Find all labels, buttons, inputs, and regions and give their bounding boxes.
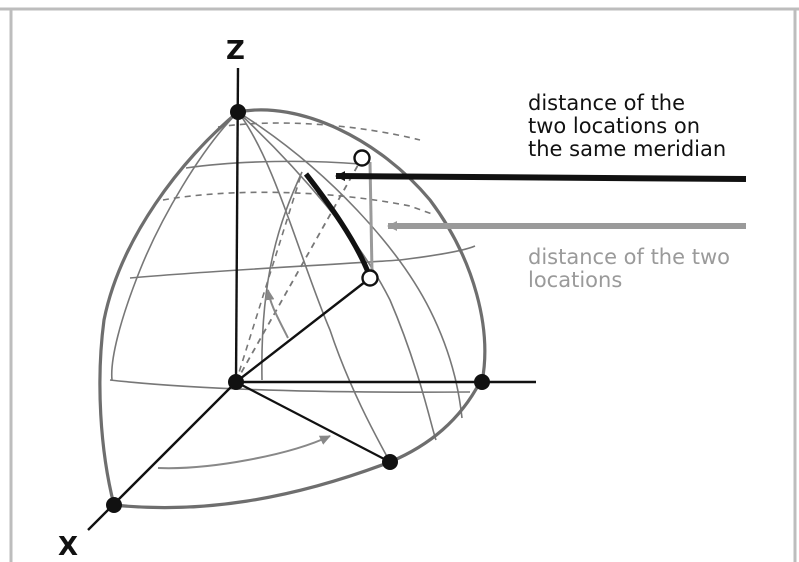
axis-x-label: X <box>58 532 79 562</box>
angle-arrow-polar <box>264 289 289 339</box>
latitude-lines <box>109 122 476 393</box>
sphere-outline <box>98 108 487 510</box>
great-circle-distance-line <box>368 161 374 273</box>
equatorial-projection <box>235 381 391 463</box>
outline-bottom <box>113 381 482 510</box>
meridian-front-gray <box>261 171 303 381</box>
angle-arrow-equatorial <box>157 435 331 470</box>
latitude-upper-front <box>185 160 361 169</box>
projection-to-equator-point <box>235 381 391 463</box>
meridian-distance-annotation: distance of the two locations on the sam… <box>528 92 726 161</box>
x-axis-point <box>106 497 122 513</box>
latitude-lower <box>109 379 471 393</box>
location-a-point <box>353 149 371 167</box>
radius-to-meridian-dashed <box>235 171 303 383</box>
meridian-annotation-arrow <box>335 171 747 182</box>
equator-point <box>382 454 398 470</box>
meridian-3 <box>237 111 463 419</box>
radius-to-location-a-dashed <box>235 157 363 383</box>
north-pole-point <box>230 104 246 120</box>
outline-right <box>237 108 487 383</box>
latitude-middle-back <box>162 191 433 215</box>
latitude-upper-back <box>217 122 421 141</box>
radius-to-location-b <box>235 277 371 383</box>
meridian-lines <box>110 111 463 463</box>
meridian-annotation-line-1: distance of the <box>528 91 686 115</box>
points <box>106 104 490 513</box>
outline-left <box>98 110 240 506</box>
distance-annotation-line-2: locations <box>528 268 623 292</box>
origin-point <box>228 374 244 390</box>
axis-z-label: Z <box>226 36 245 66</box>
y-axis-point <box>474 374 490 390</box>
meridian-1 <box>237 111 391 463</box>
meridian-annotation-line-2: two locations on <box>528 114 701 138</box>
axis-z-line <box>234 67 240 383</box>
meridian-left <box>110 111 239 381</box>
distance-annotation-line-1: distance of the two <box>528 245 730 269</box>
location-b-point <box>361 269 379 287</box>
axes <box>87 67 536 531</box>
meridian-2 <box>237 111 437 441</box>
meridian-annotation-line-3: the same meridian <box>528 137 727 161</box>
latitude-middle-front <box>129 245 476 279</box>
meridian-distance-arc <box>303 172 371 273</box>
great-circle-distance-annotation: distance of the two locations <box>528 246 730 292</box>
